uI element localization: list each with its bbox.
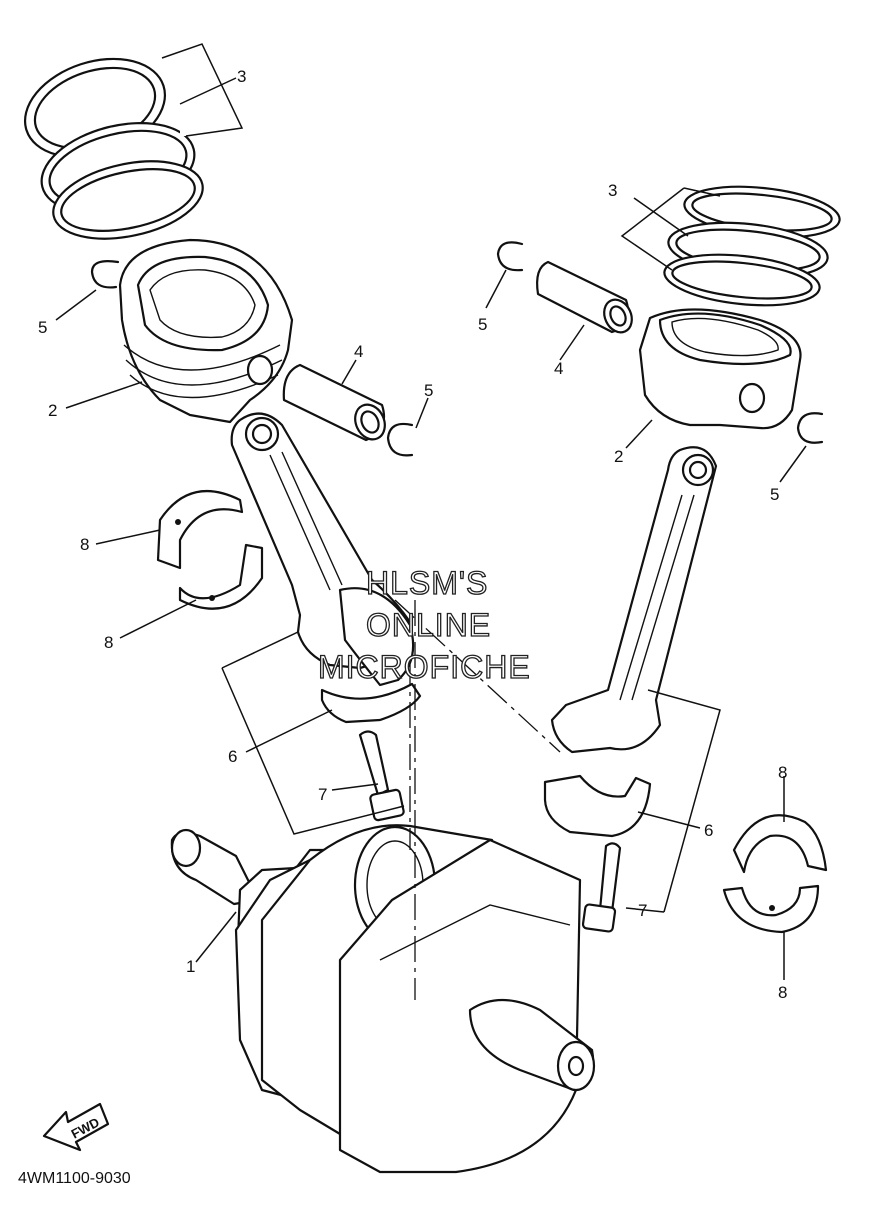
callout-2-left: 2 [48,401,57,420]
bearing-left-upper [156,489,244,570]
callout-6-right: 6 [704,821,713,840]
callout-8-left-lower: 8 [104,633,113,652]
callout-6-left: 6 [228,747,237,766]
connecting-rod-left [230,412,415,687]
leader-lines [55,43,807,980]
assembly-lines [394,599,561,1000]
callout-5-left-lower: 5 [424,381,433,400]
callout-8-right-upper: 8 [778,763,787,782]
callout-2-right: 2 [614,447,623,466]
rod-cap-left [320,682,422,724]
circlip-left-upper [90,260,120,289]
piston-left [118,238,294,424]
piston-pin-right [536,260,633,334]
callout-7-right: 7 [638,901,647,920]
callout-labels: 3 3 5 5 5 5 4 4 2 2 8 8 8 8 6 6 7 7 1 [38,67,787,1002]
rod-bolt-right [581,842,622,933]
callout-3-left: 3 [237,67,246,86]
callout-5-left-upper: 5 [38,318,47,337]
callout-1: 1 [186,957,195,976]
callout-7-left: 7 [318,785,327,804]
connecting-rod-right [550,446,718,754]
piston-right [638,308,802,430]
callout-3-right: 3 [608,181,617,200]
callout-5-right-lower: 5 [770,485,779,504]
watermark-line-1: HLSM'S [366,565,488,601]
bearing-right-upper [732,814,828,874]
watermark: HLSM'S ONLINE MICROFICHE [317,564,531,685]
watermark-line-3: MICROFICHE [318,649,531,685]
watermark-line-2: ONLINE [366,607,491,643]
callout-4-right: 4 [554,359,563,378]
crankshaft [170,824,596,1174]
callout-4-left: 4 [354,342,363,361]
circlip-left-lower [386,422,414,457]
bearing-left-lower [178,543,264,610]
fwd-arrow-icon: FWD [42,1102,110,1152]
callout-8-left-upper: 8 [80,535,89,554]
bearing-right-lower [722,884,820,934]
piston-pin-left [282,363,386,442]
circlip-right-lower [796,412,824,444]
piston-ring-set-left [23,57,204,240]
callout-8-right-lower: 8 [778,983,787,1002]
rod-cap-right [543,774,652,838]
piston-ring-set-right [663,185,841,307]
callout-5-right-upper: 5 [478,315,487,334]
circlip-right-upper [496,241,524,272]
part-code: 4WM1100-9030 [18,1170,131,1187]
